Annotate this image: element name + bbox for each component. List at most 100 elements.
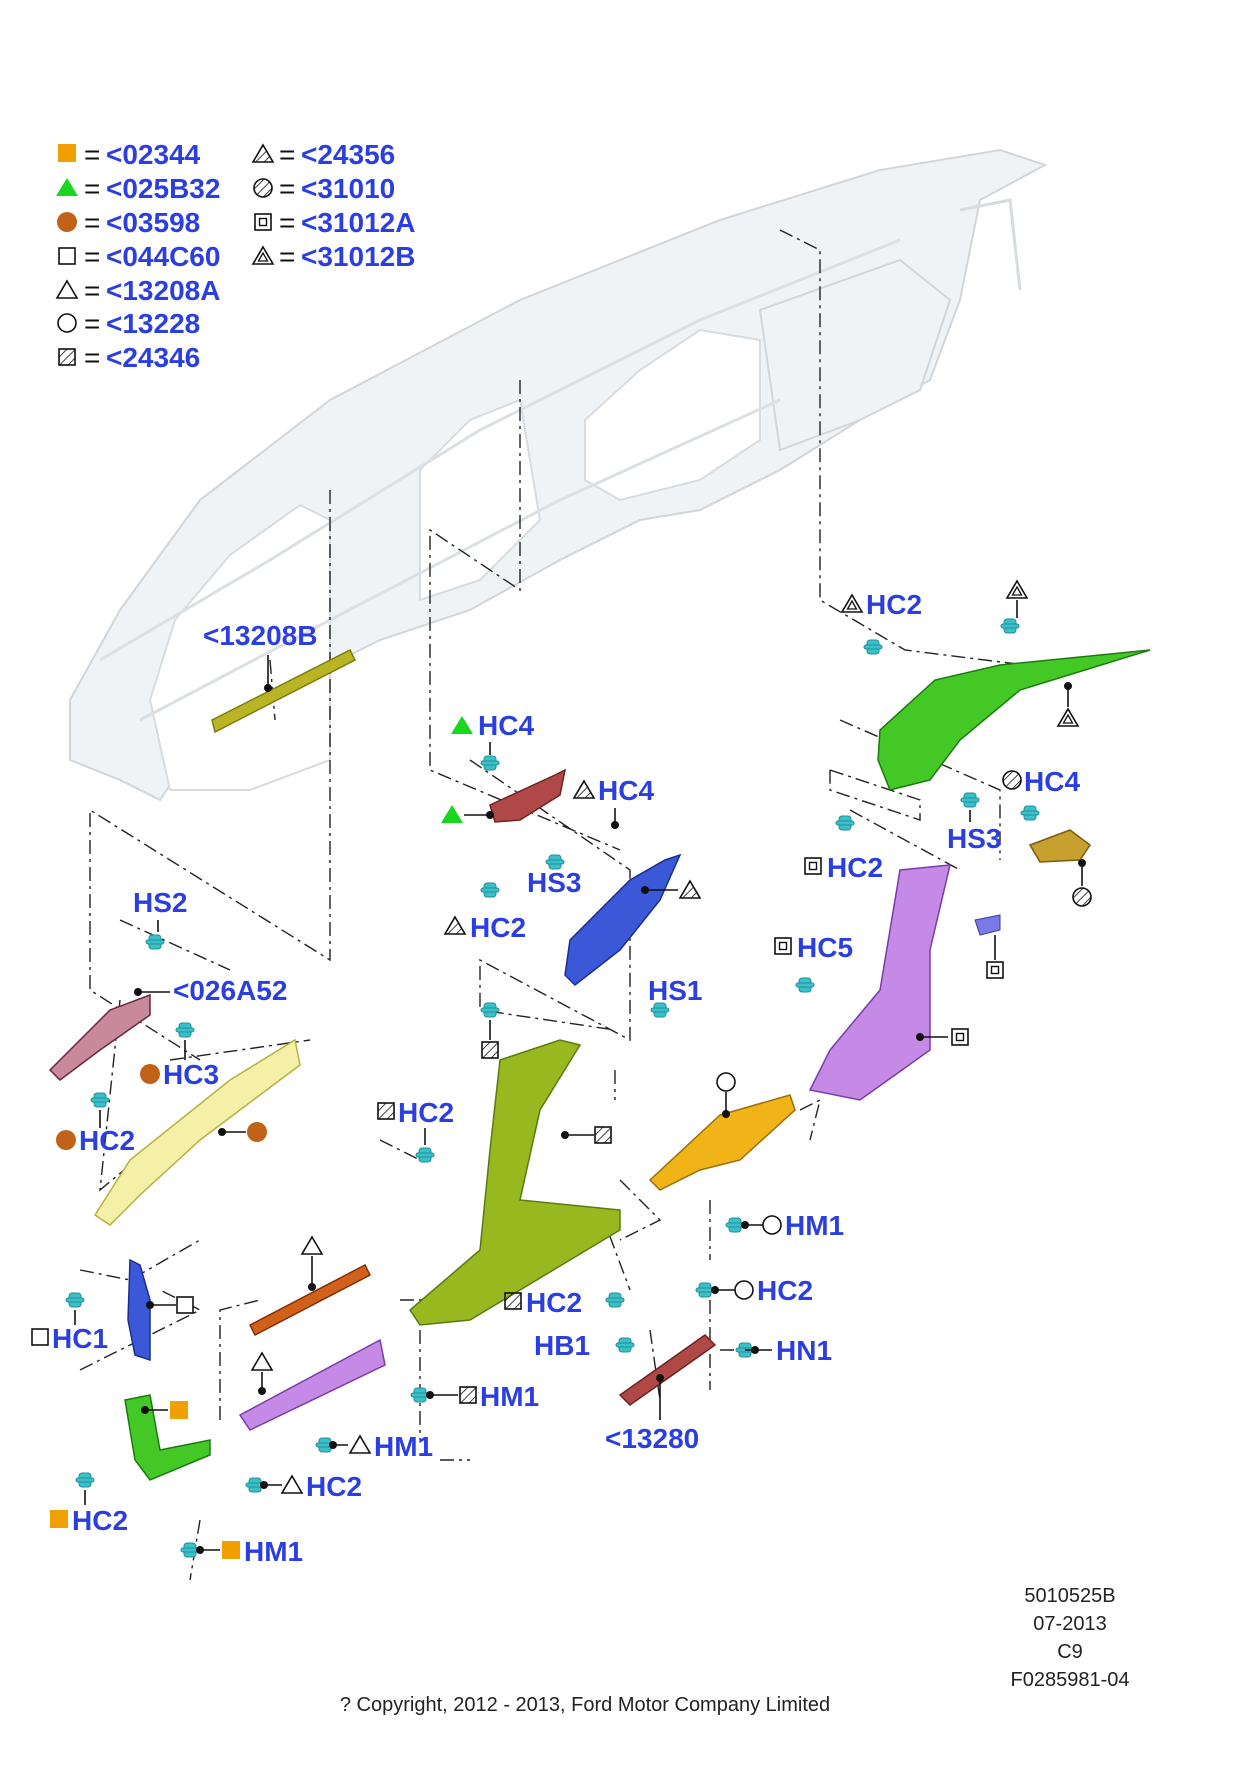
clip-hc4: [480, 755, 500, 771]
symbol-square-orange: [170, 1401, 188, 1419]
symbol-triangle-hatched-3: [679, 880, 701, 899]
clip-hc3: [175, 1022, 195, 1038]
legend-eq: =: [84, 275, 100, 306]
symbol-square-orange-2: [50, 1510, 68, 1528]
legend-eq: =: [84, 173, 100, 204]
bracket-026A52: [48, 993, 151, 1081]
label-hm1-hatched: HM1: [480, 1381, 539, 1412]
symbol-square-hatched-4: [504, 1292, 522, 1310]
clip-hs3-right: [960, 792, 980, 808]
quarter-trim-31010: [1028, 829, 1092, 863]
legend-code: <025B32: [106, 173, 220, 204]
symbol-circle-brown: [140, 1064, 160, 1084]
clip-hc5: [795, 977, 815, 993]
label-hn1: HN1: [776, 1335, 832, 1366]
legend-code: <13208A: [106, 275, 220, 306]
legend-code: <24346: [106, 342, 200, 373]
footer-date: 07-2013: [1033, 1613, 1106, 1635]
legend-code: <31012A: [301, 207, 415, 238]
rear-sill-rail-13280: [618, 1334, 717, 1406]
symbol-circle-hatched: [1002, 770, 1022, 790]
clip-hc4-right: [1020, 805, 1040, 821]
symbol-triangle-outline-4: [281, 1475, 303, 1494]
symbol-triangle-outline: [301, 1236, 323, 1255]
legend-symbol-square-orange: [58, 144, 76, 162]
symbol-circle-outline-2: [762, 1215, 782, 1235]
clip-hatched: [480, 1002, 500, 1018]
a-pillar-trim: [93, 1038, 301, 1226]
body-side-shell: [69, 148, 1048, 802]
symbol-triangle-in-triangle-2: [1006, 580, 1028, 599]
scuff-plate-13208A: [248, 1263, 372, 1337]
label-hb1: HB1: [534, 1330, 590, 1361]
legend-code: <31010: [301, 173, 395, 204]
symbol-circle-hatched-2: [1072, 887, 1092, 907]
symbol-square-hatched-3: [377, 1102, 395, 1120]
symbol-circle-outline: [716, 1072, 736, 1092]
legend-symbol-triangle-in-triangle: [252, 246, 274, 265]
label-hc4-top: HC4: [478, 710, 534, 741]
label-hc2-topright: HC2: [866, 589, 922, 620]
footer-ref: 5010525B: [1024, 1585, 1115, 1607]
legend-code: <044C60: [106, 241, 220, 272]
symbol-triangle-outline-2: [251, 1352, 273, 1371]
label-hm1-triangle: HM1: [374, 1431, 433, 1462]
clip-hs2: [145, 934, 165, 950]
label-hc2-right: HC2: [827, 852, 883, 883]
label-026A52: <026A52: [173, 975, 287, 1006]
symbol-triangle-hatched-2: [444, 916, 466, 935]
legend-symbol-triangle-hatched: [252, 144, 274, 163]
symbol-square-in-square: [804, 857, 822, 875]
label-hc2-triangle: HC2: [306, 1471, 362, 1502]
symbol-square-in-square-3: [774, 937, 792, 955]
legend-eq: =: [279, 207, 295, 238]
legend-eq: =: [84, 308, 100, 339]
symbol-triangle-in-triangle: [841, 594, 863, 613]
legend-eq: =: [84, 207, 100, 238]
clip-hc2-top: [863, 639, 883, 655]
legend-symbol-circle-outline: [57, 313, 77, 333]
symbol-square-outline-2: [176, 1296, 194, 1314]
legend-code: <31012B: [301, 241, 415, 272]
footer: 5010525B 07-2013 C9 F0285981-04 ? Copyri…: [340, 1585, 1130, 1716]
symbol-triangle-green-2: [441, 805, 463, 823]
label-hs3-right: HS3: [947, 823, 1001, 854]
small-blue-clip-piece: [974, 914, 1001, 936]
label-hc5: HC5: [797, 932, 853, 963]
symbol-square-in-square-4: [951, 1028, 969, 1046]
legend-symbol-circle-brown: [57, 212, 77, 232]
symbol-triangle-hatched: [573, 780, 595, 799]
symbol-circle-brown-2: [56, 1130, 76, 1150]
symbol-triangle-in-triangle-3: [1057, 708, 1079, 727]
footer-copyright: ? Copyright, 2012 - 2013, Ford Motor Com…: [340, 1694, 830, 1716]
c-pillar-upper-trim: [877, 649, 1151, 791]
symbol-square-hatched: [481, 1041, 499, 1059]
symbol-square-hatched-2: [594, 1126, 612, 1144]
footer-figure: F0285981-04: [1011, 1669, 1130, 1691]
symbol-circle-outline-3: [734, 1280, 754, 1300]
clip-hc2-left: [90, 1092, 110, 1108]
clip-hc2: [480, 882, 500, 898]
legend-eq: =: [84, 342, 100, 373]
label-hm1-bottom: HM1: [244, 1536, 303, 1567]
label-hs2: HS2: [133, 887, 187, 918]
legend-symbol-triangle-green: [56, 178, 78, 196]
symbol-triangle-green: [451, 716, 473, 734]
label-hs1: HS1: [648, 975, 702, 1006]
legend-symbol-square-in-square: [254, 213, 272, 231]
label-hc1: HC1: [52, 1323, 108, 1354]
sill-trim-13208A: [238, 1338, 386, 1431]
footer-variant: C9: [1057, 1641, 1083, 1663]
legend-symbol-square-hatched: [58, 348, 76, 366]
label-hc4-mid: HC4: [598, 775, 654, 806]
legend-eq: =: [84, 241, 100, 272]
label-13208B: <13208B: [203, 620, 317, 651]
legend-symbol-square-outline: [58, 247, 76, 265]
symbol-square-hatched-5: [459, 1386, 477, 1404]
b-pillar-lower-trim: [409, 1039, 621, 1326]
label-13280: <13280: [605, 1423, 699, 1454]
legend-symbol-circle-hatched: [253, 178, 273, 198]
legend-eq: =: [279, 241, 295, 272]
c-pillar-lower-trim: [808, 864, 951, 1101]
